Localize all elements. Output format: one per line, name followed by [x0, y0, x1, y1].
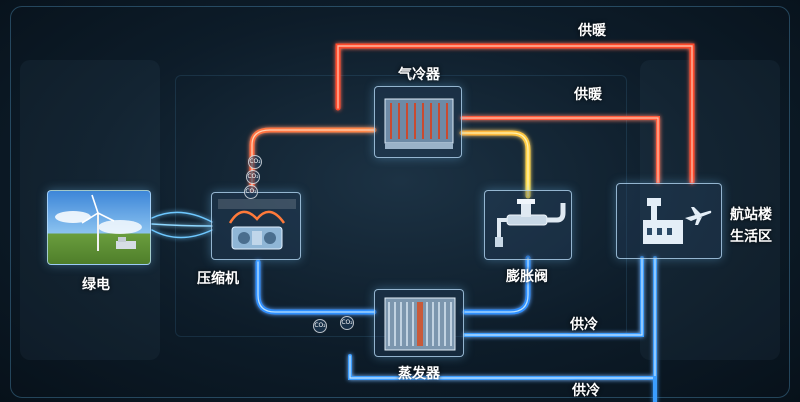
cool-loop-inner-core: [464, 257, 643, 336]
co2-badge: CO₂: [313, 319, 327, 333]
green-power-label: 绿电: [82, 277, 110, 293]
co2-badge: CO₂: [248, 155, 262, 169]
bg-frame-outer: [10, 6, 790, 398]
airplane-icon: [685, 207, 712, 225]
power-line-1: [151, 211, 213, 223]
heat-supply-label-top: 供暖: [578, 23, 606, 39]
terminal-label-line1: 航站楼: [730, 207, 772, 223]
evaporator-icon: [384, 297, 456, 351]
terminal-label-line2: 生活区: [730, 229, 772, 245]
cool-supply-label-bottom: 供冷: [572, 383, 600, 399]
compressor-icon: [218, 199, 296, 250]
green-power-panel: [47, 190, 151, 265]
evaporator-panel: [374, 289, 464, 357]
heat-loop-inner: [460, 116, 660, 184]
gas-cooler-panel: [374, 86, 462, 158]
co2-badge: CO₂: [340, 316, 354, 330]
expansion-valve-panel: [484, 190, 572, 260]
expansion-valve-label: 膨胀阀: [506, 269, 548, 285]
evaporator-label: 蒸发器: [398, 366, 440, 382]
wind-turbine-icon: [55, 194, 142, 251]
valve-to-evaporator-core: [464, 257, 529, 313]
heat-loop-inner-core: [461, 117, 659, 183]
evaporator-to-compressor-core: [257, 261, 375, 313]
co2-badge: CO₂: [244, 185, 258, 199]
gas-cooler-icon: [384, 98, 454, 149]
compressor-label: 压缩机: [197, 271, 239, 287]
heat-supply-label-mid: 供暖: [574, 87, 602, 103]
gas-cooler-label: 气冷器: [398, 67, 440, 83]
compressor-to-cooler-core: [251, 129, 375, 191]
evaporator-to-compressor: [255, 259, 377, 315]
power-line-3: [151, 229, 213, 239]
cooler-to-valve-core: [461, 132, 529, 197]
co2-badge: CO₂: [246, 170, 260, 184]
expansion-valve-icon: [495, 199, 566, 247]
terminal-panel: [616, 183, 722, 259]
cool-supply-label-mid: 供冷: [570, 317, 598, 333]
cool-loop-outer-core: [349, 257, 656, 379]
compressor-to-cooler: [249, 127, 377, 193]
power-line-2: [151, 223, 213, 227]
cool-loop-inner: [463, 256, 644, 337]
terminal-building-icon: [643, 198, 683, 244]
bg-panel-right: [640, 60, 780, 360]
cooler-to-valve: [459, 130, 531, 199]
compressor-panel: [211, 192, 301, 260]
heat-loop-outer-core: [337, 45, 693, 183]
